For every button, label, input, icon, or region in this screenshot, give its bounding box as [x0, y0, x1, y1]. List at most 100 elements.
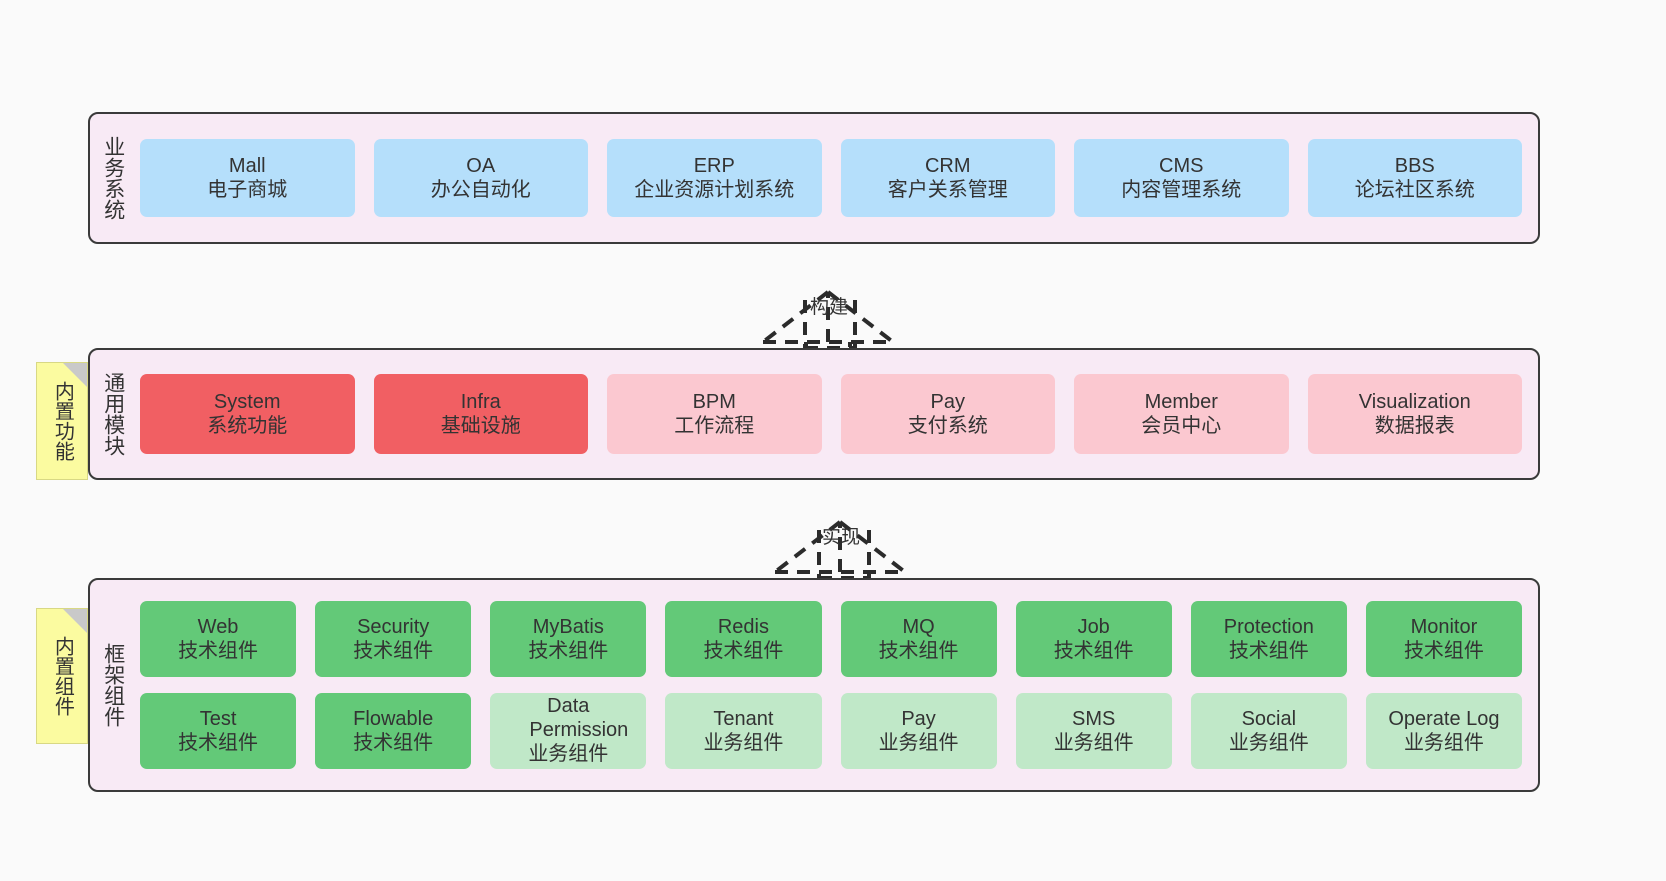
box-subtitle: 数据报表 [1374, 415, 1455, 437]
box-title: Pay [930, 390, 965, 413]
box-crm[interactable]: CRM 客户关系管理 [840, 139, 1055, 217]
box-operate-log[interactable]: Operate Log 业务组件 [1365, 693, 1522, 769]
connector-implement-arrow [773, 520, 907, 574]
box-title: Flowable [353, 707, 434, 730]
box-subtitle: 业务组件 [1403, 732, 1484, 754]
box-title: Security [357, 615, 430, 638]
layer-common-row-1: System 系统功能 Infra 基础设施 BPM 工作流程 Pay 支付系统… [140, 374, 1522, 454]
box-subtitle: 业务组件 [1228, 732, 1309, 754]
box-title: Visualization [1358, 390, 1471, 413]
box-infra[interactable]: Infra 基础设施 [373, 374, 588, 454]
box-erp[interactable]: ERP 企业资源计划系统 [607, 139, 822, 217]
box-subtitle: 办公自动化 [430, 179, 531, 201]
box-monitor[interactable]: Monitor 技术组件 [1365, 601, 1522, 677]
box-job[interactable]: Job 技术组件 [1015, 601, 1172, 677]
box-web[interactable]: Web 技术组件 [140, 601, 297, 677]
box-title: Mall [228, 154, 266, 177]
note-builtin-features: 内置功能 [36, 362, 88, 480]
box-flowable[interactable]: Flowable 技术组件 [315, 693, 472, 769]
box-subtitle: 技术组件 [353, 732, 434, 754]
box-subtitle: 业务组件 [528, 743, 609, 766]
box-title: CMS [1159, 154, 1204, 177]
layer-label-framework: 框架组件 [101, 643, 125, 727]
box-subtitle: 技术组件 [353, 640, 434, 662]
box-subtitle: 论坛社区系统 [1354, 179, 1475, 201]
note-builtin-components: 内置组件 [36, 608, 88, 744]
box-mall[interactable]: Mall 电子商城 [140, 139, 355, 217]
box-subtitle: 企业资源计划系统 [634, 179, 795, 201]
box-test[interactable]: Test 技术组件 [140, 693, 297, 769]
box-subtitle: 技术组件 [178, 640, 259, 662]
connector-implement-stem [814, 530, 874, 580]
box-subtitle: 技术组件 [1053, 640, 1134, 662]
box-title: ERP [693, 154, 735, 177]
connector-build-label: 构建 [810, 297, 849, 318]
layer-business-systems: 业务系统 Mall 电子商城 OA 办公自动化 ERP 企业资源计划系统 CRM [88, 112, 1540, 244]
box-subtitle: 技术组件 [178, 732, 259, 754]
box-member[interactable]: Member 会员中心 [1074, 374, 1289, 454]
box-title: Tenant [713, 707, 774, 730]
box-title: Monitor [1410, 615, 1478, 638]
box-title: Web [197, 615, 239, 638]
box-social[interactable]: Social 业务组件 [1190, 693, 1347, 769]
layer-body-common: System 系统功能 Infra 基础设施 BPM 工作流程 Pay 支付系统… [136, 350, 1538, 478]
box-subtitle: 基础设施 [440, 415, 521, 437]
box-title: Redis [717, 615, 769, 638]
box-title: Operate Log [1388, 707, 1500, 730]
box-subtitle: 工作流程 [674, 415, 755, 437]
box-subtitle: 业务组件 [703, 732, 784, 754]
layer-label-common: 通用模块 [101, 372, 125, 456]
box-visualization[interactable]: Visualization 数据报表 [1307, 374, 1522, 454]
box-mq[interactable]: MQ 技术组件 [840, 601, 997, 677]
box-mybatis[interactable]: MyBatis 技术组件 [490, 601, 647, 677]
box-subtitle: 内容管理系统 [1121, 179, 1242, 201]
box-title: CRM [924, 154, 971, 177]
box-subtitle: 电子商城 [207, 179, 288, 201]
box-title: Data Permission [529, 695, 629, 741]
box-data-permission[interactable]: Data Permission 业务组件 [490, 693, 647, 769]
layer-body-business: Mall 电子商城 OA 办公自动化 ERP 企业资源计划系统 CRM 客户关系… [136, 114, 1538, 242]
layer-framework-row-1: Web 技术组件 Security 技术组件 MyBatis 技术组件 Redi… [140, 601, 1522, 677]
box-title: MQ [902, 615, 935, 638]
box-security[interactable]: Security 技术组件 [315, 601, 472, 677]
connector-implement-stem-lines [817, 530, 871, 580]
box-subtitle: 业务组件 [878, 732, 959, 754]
layer-common-modules: 通用模块 System 系统功能 Infra 基础设施 BPM 工作流程 Pay [88, 348, 1540, 480]
note-fold-corner-icon [63, 363, 87, 387]
note-label: 内置功能 [51, 381, 74, 461]
box-title: Job [1077, 615, 1110, 638]
box-pay-module[interactable]: Pay 支付系统 [840, 374, 1055, 454]
box-title: OA [466, 154, 496, 177]
box-title: SMS [1072, 707, 1116, 730]
connector-implement-label: 实现 [822, 527, 861, 548]
box-subtitle: 客户关系管理 [887, 179, 1008, 201]
note-fold-corner-icon [63, 609, 87, 633]
layer-body-framework: Web 技术组件 Security 技术组件 MyBatis 技术组件 Redi… [136, 580, 1538, 790]
box-title: Test [199, 707, 237, 730]
box-sms[interactable]: SMS 业务组件 [1015, 693, 1172, 769]
box-title: Infra [460, 390, 501, 413]
box-subtitle: 支付系统 [907, 415, 988, 437]
box-protection[interactable]: Protection 技术组件 [1190, 601, 1347, 677]
box-subtitle: 技术组件 [878, 640, 959, 662]
box-subtitle: 技术组件 [1228, 640, 1309, 662]
box-subtitle: 技术组件 [1403, 640, 1484, 662]
box-title: System [213, 390, 281, 413]
box-bbs[interactable]: BBS 论坛社区系统 [1307, 139, 1522, 217]
box-subtitle: 技术组件 [703, 640, 784, 662]
connector-implement: 实现 [770, 492, 950, 577]
connector-build-stem-lines [803, 300, 857, 350]
box-title: Protection [1223, 615, 1314, 638]
box-subtitle: 业务组件 [1053, 732, 1134, 754]
box-bpm[interactable]: BPM 工作流程 [607, 374, 822, 454]
box-tenant[interactable]: Tenant 业务组件 [665, 693, 822, 769]
box-title: Pay [901, 707, 936, 730]
note-label: 内置组件 [51, 636, 74, 716]
box-oa[interactable]: OA 办公自动化 [373, 139, 588, 217]
box-system[interactable]: System 系统功能 [140, 374, 355, 454]
box-cms[interactable]: CMS 内容管理系统 [1074, 139, 1289, 217]
box-pay-component[interactable]: Pay 业务组件 [840, 693, 997, 769]
layer-business-row-1: Mall 电子商城 OA 办公自动化 ERP 企业资源计划系统 CRM 客户关系… [140, 139, 1522, 217]
box-redis[interactable]: Redis 技术组件 [665, 601, 822, 677]
